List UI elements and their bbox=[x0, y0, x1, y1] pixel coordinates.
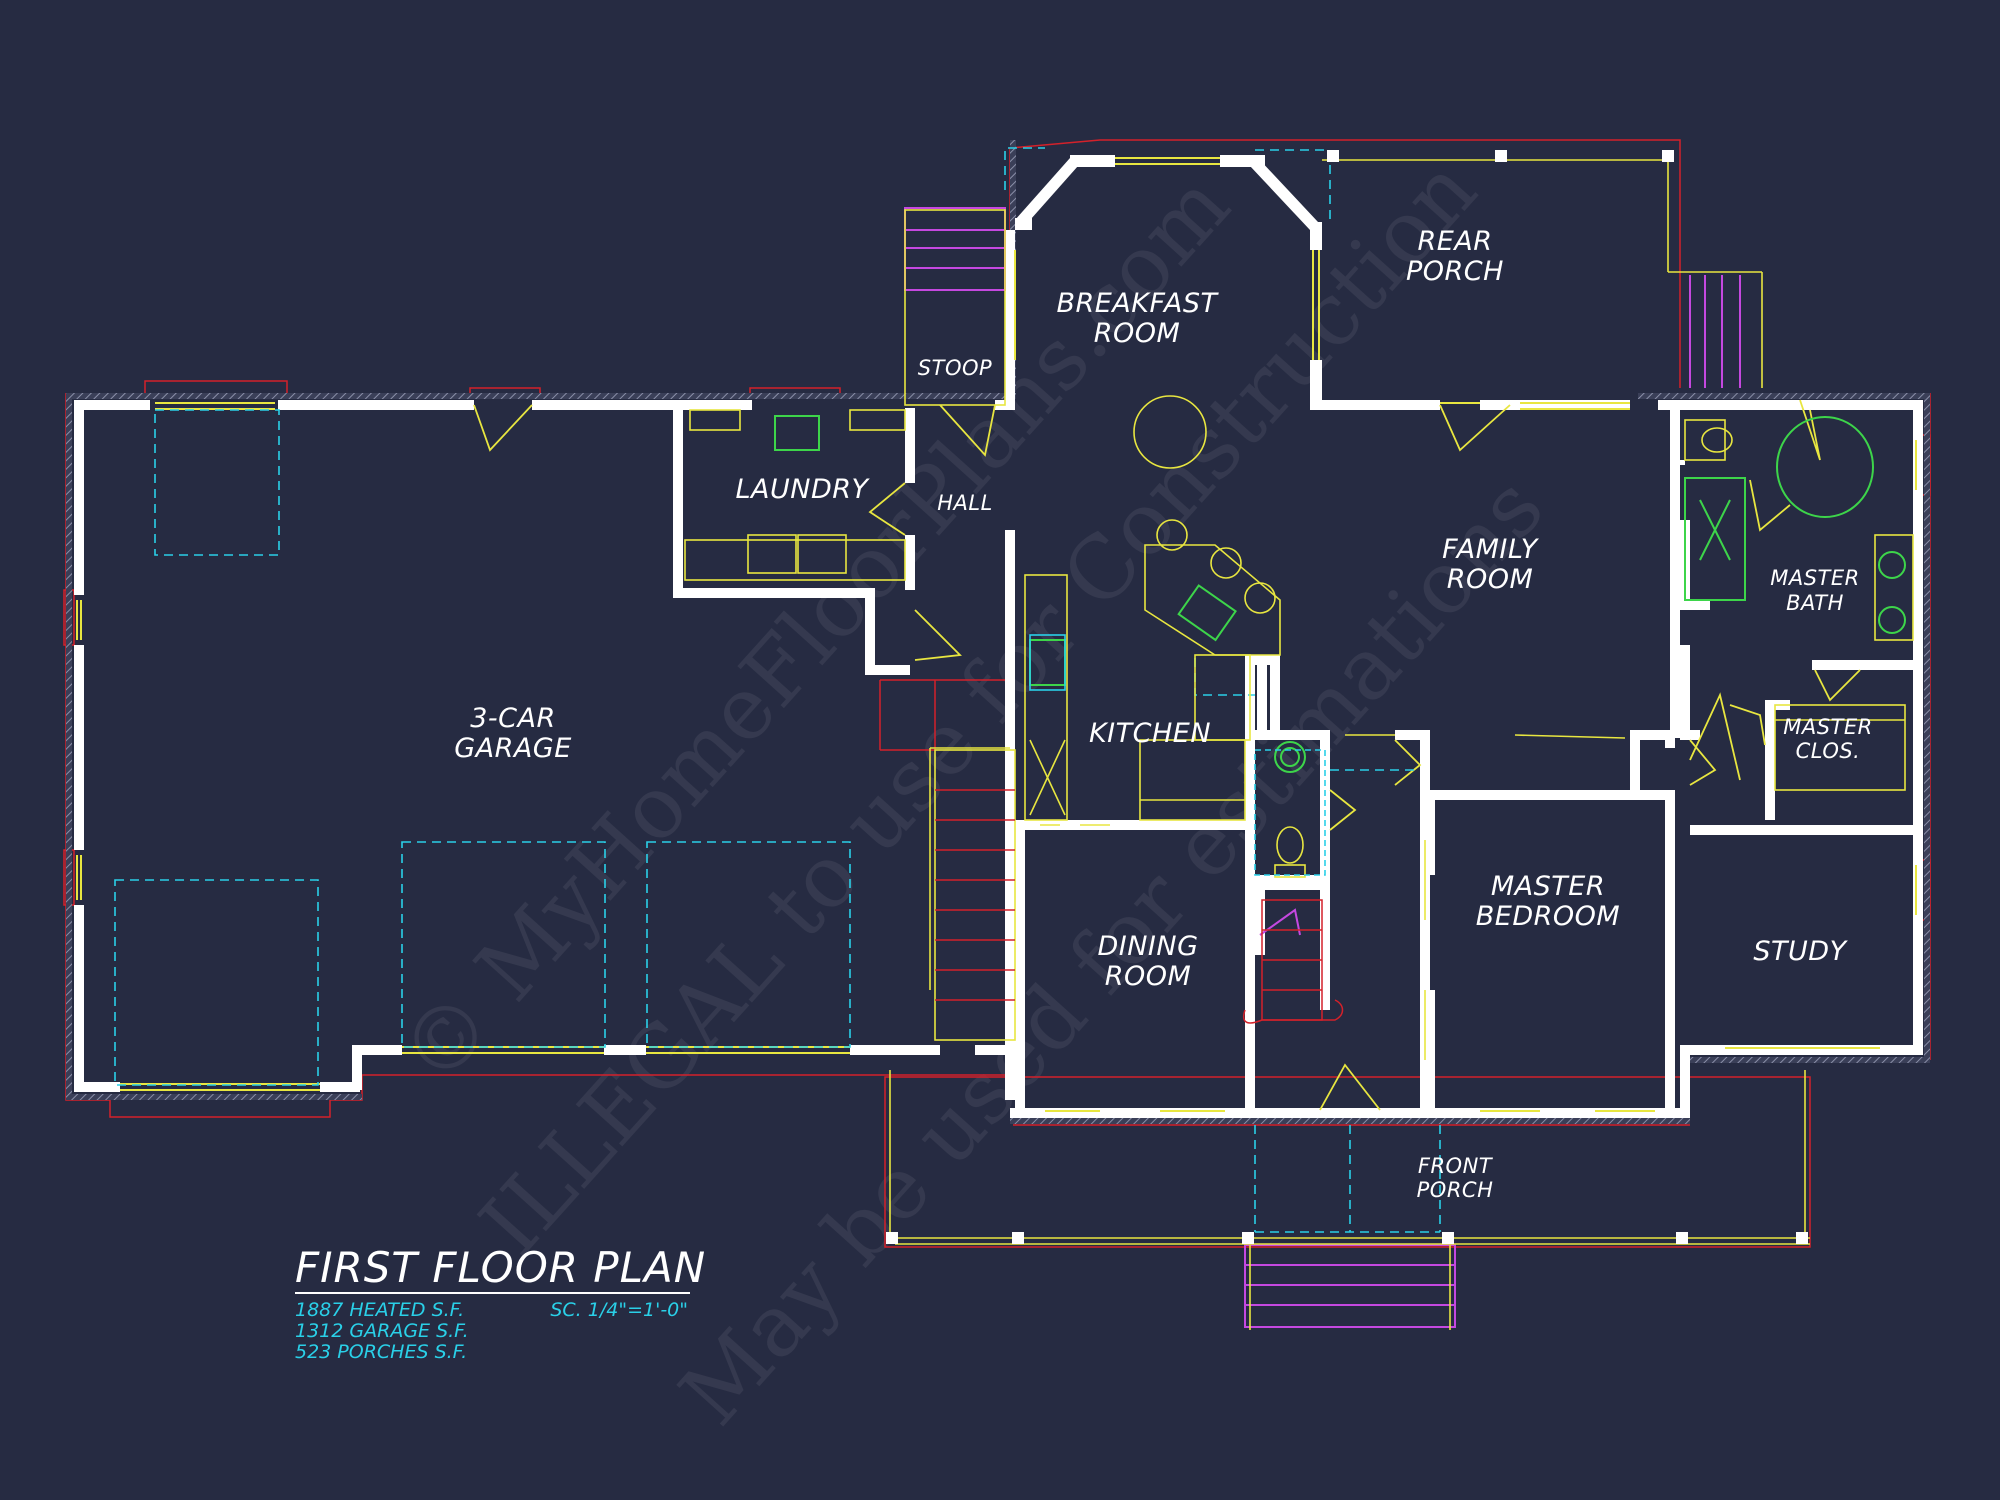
garage-sf: 1312 GARAGE S.F. bbox=[295, 1320, 469, 1342]
label-breakfast-room-line1: BREAKFAST bbox=[1056, 288, 1219, 319]
label-garage-line1: 3-CAR bbox=[470, 703, 556, 734]
label-laundry: LAUNDRY bbox=[735, 474, 870, 505]
label-front-porch-line2: PORCH bbox=[1417, 1178, 1494, 1202]
label-master-closet-line2: CLOS. bbox=[1796, 739, 1861, 763]
label-hall: HALL bbox=[937, 491, 993, 515]
label-master-bath-line1: MASTER bbox=[1770, 566, 1860, 590]
walls bbox=[74, 155, 1923, 1118]
room-labels: BREAKFAST ROOM REAR PORCH STOOP LAUNDRY … bbox=[454, 226, 1873, 1202]
label-dining-room-line1: DINING bbox=[1097, 931, 1198, 962]
porches-sf: 523 PORCHES S.F. bbox=[295, 1341, 467, 1363]
label-master-bedroom-line1: MASTER bbox=[1491, 871, 1605, 902]
label-garage-line2: GARAGE bbox=[454, 733, 572, 764]
label-kitchen: KITCHEN bbox=[1089, 718, 1211, 749]
label-master-closet-line1: MASTER bbox=[1783, 715, 1873, 739]
title-block: FIRST FLOOR PLAN 1887 HEATED S.F. 1312 G… bbox=[295, 1243, 706, 1363]
label-family-room-line1: FAMILY bbox=[1442, 534, 1540, 565]
plan-title: FIRST FLOOR PLAN bbox=[295, 1243, 706, 1292]
label-breakfast-room-line2: ROOM bbox=[1094, 318, 1181, 349]
label-study: STUDY bbox=[1753, 936, 1848, 967]
plan-scale: SC. 1/4"=1'-0" bbox=[550, 1299, 688, 1321]
label-master-bedroom-line2: BEDROOM bbox=[1476, 901, 1620, 932]
label-dining-room-line2: ROOM bbox=[1105, 961, 1192, 992]
label-family-room-line2: ROOM bbox=[1447, 564, 1534, 595]
label-front-porch-line1: FRONT bbox=[1418, 1154, 1494, 1178]
label-stoop: STOOP bbox=[918, 356, 992, 380]
label-master-bath-line2: BATH bbox=[1786, 591, 1844, 615]
fixtures bbox=[684, 395, 1914, 878]
heated-sf: 1887 HEATED S.F. bbox=[295, 1299, 464, 1321]
label-rear-porch-line1: REAR bbox=[1417, 226, 1492, 257]
porch-rails bbox=[886, 150, 1810, 1330]
label-rear-porch-line2: PORCH bbox=[1406, 256, 1504, 287]
stairs bbox=[934, 749, 1344, 1041]
